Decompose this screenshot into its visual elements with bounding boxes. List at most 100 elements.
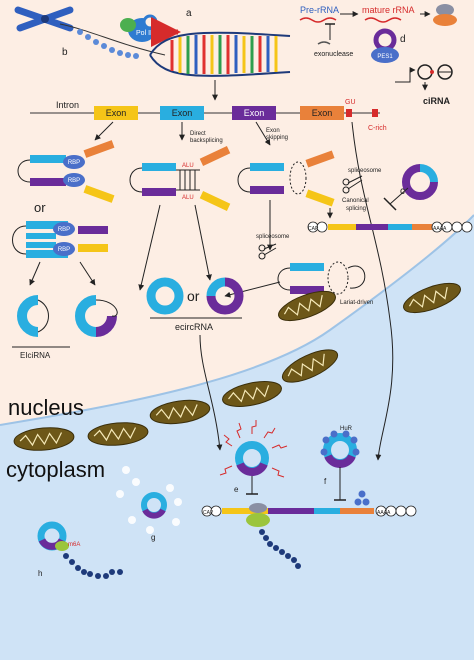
pre-rrna-label: Pre-rRNA [300, 5, 339, 15]
hur-beads [354, 490, 370, 506]
elcirna-label: EIciRNA [20, 351, 51, 360]
spliceosome-label-1: spliceosome [348, 168, 382, 174]
panel-g-label: g [151, 533, 155, 542]
mitochondrion-icon [281, 349, 339, 383]
mitochondrion-icon [87, 422, 149, 446]
exonuclease-label: exonuclease [314, 51, 353, 58]
exon-1 [94, 106, 138, 120]
alu-label-top: ALU [182, 163, 194, 169]
dna-helix-icon [149, 31, 291, 77]
mature-mrna-cytoplasm [201, 505, 417, 517]
pes1-complex [371, 28, 399, 63]
circrna-g [141, 492, 167, 519]
rbp-label-2: RBP [68, 178, 80, 184]
hur-label: HuR [340, 426, 353, 432]
scissors-icon-2 [258, 243, 277, 260]
direct-backsplicing-label-2: backsplicing [190, 138, 223, 144]
ecircrna-blue [146, 277, 184, 315]
chromosome-icon [14, 6, 74, 32]
exon-4 [300, 106, 344, 120]
peptide-chain-1 [259, 529, 301, 569]
arrow-lariat-to-ecirc [224, 281, 281, 298]
ecircrna-mixed [206, 277, 244, 315]
rbp-label-1: RBP [68, 160, 80, 166]
nucleosome-chain [77, 29, 139, 59]
mature-mrna-nuclear [307, 221, 473, 233]
alu-label-bottom: ALU [182, 195, 194, 201]
rbp-mediated-structure-top [17, 140, 115, 203]
exon-3-label: Exon [244, 108, 265, 118]
ecircrna-label: ecircRNA [175, 322, 213, 332]
lariat-structure [277, 261, 366, 295]
ribosome-icon [433, 4, 457, 26]
exon-4-label: Exon [312, 108, 333, 118]
mitochondrion-icon [149, 399, 211, 425]
direct-backsplicing-label-1: Direct [190, 131, 206, 137]
panel-h-label: h [38, 569, 42, 578]
cirna-label: ciRNA [423, 96, 451, 106]
ribosome-translating [246, 503, 270, 527]
exon-1-label: Exon [106, 108, 127, 118]
rbp-label-3: RBP [58, 227, 70, 233]
pol-ii-label: Pol II [136, 30, 152, 37]
arrow-rbp-path [94, 121, 114, 141]
c-rich-site [372, 109, 378, 117]
panel-b-label: b [62, 47, 68, 58]
arrow-to-elcirna [29, 261, 41, 286]
arrow-skipping-path [255, 121, 271, 146]
exon-skipping-label-2: skipping [266, 135, 288, 141]
cirna-lariat [395, 64, 453, 91]
circrna-sponge [219, 420, 288, 478]
elcirna-circle [17, 295, 49, 337]
c-rich-label: C-rich [368, 125, 387, 132]
lariat-driven-label: Lariat-driven [340, 300, 373, 306]
circrna-c [402, 164, 438, 200]
exosome-vesicles [116, 466, 182, 534]
nucleus-label: nucleus [8, 395, 84, 420]
pre-rrna-strand [299, 17, 337, 23]
pes1-label: PES1 [377, 54, 393, 60]
mitochondrion-icon [222, 381, 282, 407]
cytoplasm-label: cytoplasm [6, 457, 105, 482]
circrna-hur-complex [320, 430, 360, 468]
gu-label: GU [345, 99, 356, 106]
mitochondrion-icon [403, 282, 461, 314]
peptide-chain-2 [63, 553, 123, 579]
or-label-1: or [34, 200, 46, 215]
rbp-mediated-structure-bottom [12, 221, 108, 258]
m6a-label: m6A [68, 542, 80, 548]
arrow-ecirc-to-cytoplasm [199, 334, 223, 451]
or-label-2: or [187, 288, 200, 304]
circrna-m6a [37, 521, 69, 551]
intron-label: Intron [56, 100, 79, 110]
spliceosome-label-2: spliceosome [256, 234, 290, 240]
scissors-icon [342, 175, 363, 194]
exon-2 [160, 106, 204, 120]
mitochondrion-icon [278, 290, 336, 322]
exon-skipping-label-1: Exon [266, 128, 280, 134]
exon-3 [232, 106, 276, 120]
mitochondrion-icon [13, 427, 75, 451]
cap-label-2: CAP [203, 510, 214, 516]
exon-2-label: Exon [172, 108, 193, 118]
panel-e-label: e [234, 485, 239, 494]
cap-label-1: CAP [308, 226, 319, 232]
panel-c-inhibition [389, 187, 409, 205]
arrow-to-ecirc-left [79, 261, 96, 286]
elcirna-intermediate [75, 295, 118, 337]
panel-d-label: d [400, 34, 406, 45]
mature-rrna-strand [364, 17, 402, 23]
rbp-label-4: RBP [58, 247, 70, 253]
polya-label-1: AAAA [433, 226, 447, 232]
polya-label-2: AAAA [377, 510, 391, 516]
arrow-to-cytoplasm-right [351, 121, 394, 461]
arrow-alu-to-ecirc-2 [194, 204, 212, 281]
panel-a-label: a [186, 8, 192, 19]
canonical-splicing-label-1: Canonical [342, 198, 369, 204]
panel-c-label: c [400, 186, 405, 197]
exon-skipping-structure [237, 150, 335, 207]
cytoplasm-region [0, 215, 474, 660]
gu-site [346, 109, 352, 117]
